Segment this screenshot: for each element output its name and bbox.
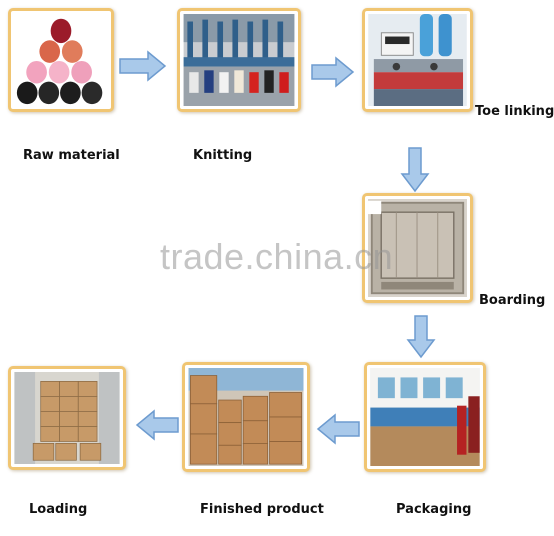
stacked-cartons-image — [188, 368, 304, 466]
label-boarding: Boarding — [479, 293, 546, 308]
boarding-oven-image — [368, 199, 467, 297]
loading-photo — [8, 366, 126, 470]
raw-material-photo — [8, 8, 114, 112]
label-packaging: Packaging — [396, 502, 472, 517]
arrow-down-1 — [400, 147, 430, 193]
knitting-photo — [177, 8, 301, 112]
label-raw-material: Raw material — [23, 148, 120, 163]
label-toe-linking: Toe linking — [475, 104, 554, 119]
boarding-photo — [362, 193, 473, 303]
knitting-machines-image — [183, 14, 295, 106]
label-finished-product: Finished product — [200, 502, 324, 517]
finished-product-photo — [182, 362, 310, 472]
arrow-right-2 — [311, 56, 355, 88]
toe-linking-machine-image — [368, 14, 467, 106]
packaging-floor-image — [370, 368, 480, 466]
arrow-left-1 — [316, 413, 360, 445]
yarn-cones-image — [14, 14, 108, 106]
packaging-photo — [364, 362, 486, 472]
toe-linking-photo — [362, 8, 473, 112]
watermark: trade.china.cn — [160, 236, 394, 277]
label-knitting: Knitting — [193, 148, 253, 163]
container-loading-image — [14, 372, 120, 464]
label-loading: Loading — [29, 502, 88, 517]
arrow-right-1 — [119, 50, 167, 82]
arrow-down-2 — [406, 315, 436, 359]
arrow-left-2 — [135, 409, 179, 441]
